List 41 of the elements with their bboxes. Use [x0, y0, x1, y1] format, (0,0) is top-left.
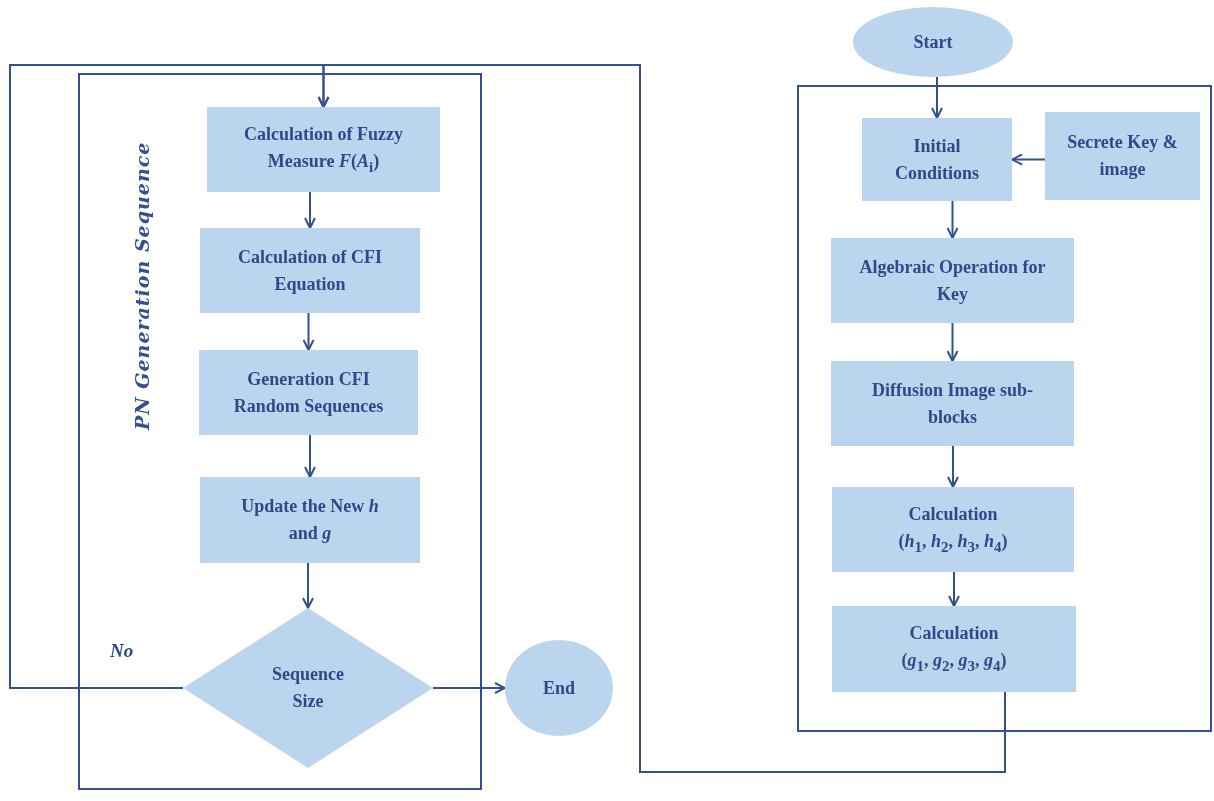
- arrow: [947, 445, 959, 488]
- process-box: [207, 107, 440, 192]
- node-label: Update the New h and g: [240, 495, 380, 545]
- arrow: [1011, 153, 1046, 166]
- node-label: (g$_{1}$, g$_{2}$, g$_{3}$, g$_{4}$): [901, 649, 1007, 677]
- group-frame: [78, 73, 482, 790]
- arrow: [948, 571, 960, 607]
- arrow: [946, 200, 959, 239]
- node-label: Calculation of CFI Equation: [237, 245, 383, 296]
- node-label: Calculation of Fuzzy Measure F(A$_{i}$): [243, 122, 404, 177]
- section-title: PN Generation Sequence: [130, 141, 154, 430]
- process-box: [200, 477, 420, 563]
- node-label: Generation CFI Random Sequences: [232, 367, 385, 418]
- node-label: Secrete Key & image: [1066, 131, 1179, 181]
- process-box: [862, 118, 1012, 201]
- process-box: [832, 606, 1076, 692]
- arrow: [317, 64, 1006, 773]
- node-label: Algebraic Operation for Key: [858, 255, 1047, 306]
- node-label: (h$_{1}$, h$_{2}$, h$_{3}$, h$_{4}$): [898, 529, 1008, 557]
- node-label: Calculation: [908, 502, 998, 526]
- process-box: [832, 487, 1074, 572]
- process-box: [200, 228, 420, 313]
- arrow: [304, 191, 316, 229]
- process-box: [831, 238, 1074, 323]
- node-label: Initial Conditions: [893, 134, 980, 185]
- group-frame: [797, 85, 1212, 732]
- decision-diamond: [183, 608, 433, 768]
- node-label: Calculation: [909, 622, 999, 646]
- process-box: [1045, 112, 1200, 200]
- node-label: Sequence Size: [271, 663, 345, 713]
- node-label: Start: [913, 30, 953, 54]
- node-label: Diffusion Image sub-blocks: [871, 378, 1034, 429]
- arrow: [302, 562, 314, 609]
- arrow: [931, 76, 943, 119]
- node-label: End: [543, 676, 575, 700]
- arrow: [302, 312, 315, 351]
- process-box: [199, 350, 418, 435]
- process-box: [831, 361, 1074, 446]
- arrow: [432, 682, 506, 694]
- arrow: [946, 322, 959, 362]
- arrow: [304, 434, 316, 478]
